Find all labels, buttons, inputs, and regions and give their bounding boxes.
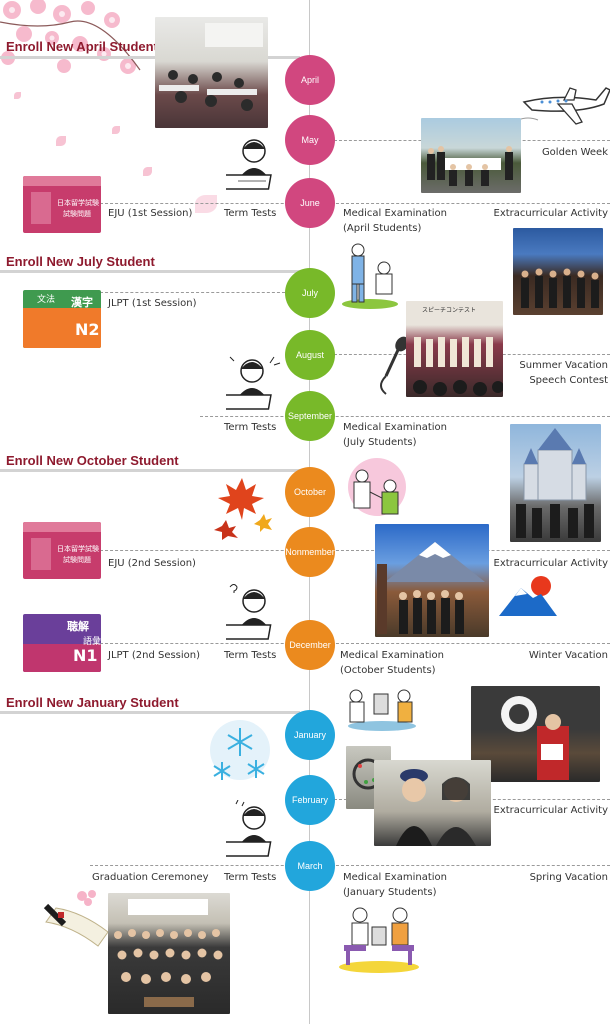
medical-exam-july-sub: (July Students) bbox=[343, 437, 417, 448]
eju-book-icon: 日本留学試験 試験問題 bbox=[23, 522, 101, 579]
enroll-rule bbox=[0, 56, 300, 59]
cherry-blossom-icon bbox=[0, 0, 141, 74]
enroll-october-heading: Enroll New October Student bbox=[6, 453, 179, 468]
month-march: March bbox=[285, 841, 335, 891]
petal bbox=[143, 167, 152, 176]
medical-exam-april-sub: (April Students) bbox=[343, 223, 422, 234]
mount-fuji-icon bbox=[499, 576, 557, 616]
diploma-icon bbox=[43, 890, 109, 947]
extracurricular-label: Extracurricular Activity bbox=[493, 208, 609, 219]
book-title: 聴解 bbox=[67, 620, 89, 633]
airplane-icon bbox=[518, 87, 610, 125]
castle-photo bbox=[510, 424, 601, 542]
book-subtitle: 試験問題 bbox=[63, 556, 91, 564]
term-tests-label: Term Tests bbox=[224, 872, 277, 883]
golden-week-label: Golden Week bbox=[541, 147, 608, 158]
guide-line bbox=[100, 292, 285, 293]
month-april: April bbox=[285, 55, 335, 105]
speech-contest-label: Speech Contest bbox=[529, 375, 608, 386]
month-september: September bbox=[285, 391, 335, 441]
student-studying-icon bbox=[226, 139, 272, 190]
eju-1st-label: EJU (1st Session) bbox=[108, 208, 193, 219]
extracurricular-label: Extracurricular Activity bbox=[493, 805, 609, 816]
book-title: 日本留学試験 bbox=[57, 199, 99, 207]
month-june: June bbox=[285, 178, 335, 228]
petal bbox=[112, 126, 120, 134]
enroll-rule bbox=[0, 469, 300, 472]
eju-book-icon: 日本留学試験 試験問題 bbox=[23, 176, 101, 233]
jlpt-1st-label: JLPT (1st Session) bbox=[108, 298, 197, 309]
guide-line bbox=[100, 550, 610, 551]
medical-checkup-icon bbox=[342, 243, 398, 309]
friends-photo bbox=[374, 760, 491, 846]
jlpt-n1-book-icon: 聴解 語彙 N1 bbox=[23, 614, 101, 672]
speech-contest-photo: スピーチコンテスト bbox=[406, 301, 503, 397]
medical-exam-january-sub: (January Students) bbox=[343, 887, 437, 898]
enroll-rule bbox=[0, 711, 300, 714]
term-tests-label: Term Tests bbox=[224, 422, 277, 433]
fuji-trip-photo bbox=[375, 524, 489, 637]
book-title: 漢字 bbox=[71, 296, 93, 309]
petal bbox=[14, 92, 21, 99]
book-level: N2 bbox=[75, 320, 100, 339]
guide-line bbox=[100, 203, 610, 204]
medical-exam-january-label: Medical Examination bbox=[343, 872, 447, 883]
summer-vacation-label: Summer Vacation bbox=[519, 360, 608, 371]
guide-line bbox=[200, 416, 610, 417]
month-august: August bbox=[285, 330, 335, 380]
book-subtitle: 語彙 bbox=[83, 637, 101, 647]
golden-week-photo bbox=[421, 118, 521, 193]
term-tests-label: Term Tests bbox=[224, 208, 277, 219]
winter-vacation-label: Winter Vacation bbox=[528, 650, 608, 661]
month-february: February bbox=[285, 775, 335, 825]
medical-exam-october-label: Medical Examination bbox=[340, 650, 444, 661]
eju-2nd-label: EJU (2nd Session) bbox=[108, 558, 196, 569]
book-subtitle: 試験問題 bbox=[63, 210, 91, 218]
month-january: January bbox=[285, 710, 335, 760]
book-title: 日本留学試験 bbox=[57, 545, 99, 553]
extracurricular-label: Extracurricular Activity bbox=[493, 558, 609, 569]
month-november: Nonmember bbox=[285, 527, 335, 577]
spring-vacation-label: Spring Vacation bbox=[529, 872, 608, 883]
petal bbox=[56, 136, 66, 146]
cultural-event-photo bbox=[471, 686, 600, 782]
jlpt-n2-book-icon: 漢字 文法 N2 bbox=[23, 290, 101, 348]
enroll-july-heading: Enroll New July Student bbox=[6, 254, 155, 269]
microphone-icon bbox=[380, 336, 409, 395]
student-writing-icon bbox=[226, 800, 272, 857]
eye-exam-icon bbox=[348, 689, 416, 731]
guide-line bbox=[90, 865, 610, 866]
enroll-april-heading: Enroll New April Student bbox=[6, 39, 158, 54]
petal bbox=[195, 195, 217, 213]
medical-exam-july-label: Medical Examination bbox=[343, 422, 447, 433]
month-october: October bbox=[285, 467, 335, 517]
student-confused-icon bbox=[226, 584, 272, 640]
classroom-photo bbox=[155, 17, 268, 128]
guide-line bbox=[100, 643, 610, 644]
book-level: N1 bbox=[73, 646, 98, 665]
activity-photo bbox=[513, 228, 603, 315]
month-july: July bbox=[285, 268, 335, 318]
book-subtitle: 文法 bbox=[37, 295, 56, 305]
maple-leaf-icon bbox=[214, 478, 272, 540]
medical-exam-april-label: Medical Examination bbox=[343, 208, 447, 219]
month-december: December bbox=[285, 620, 335, 670]
graduation-photo bbox=[108, 893, 230, 1014]
graduation-ceremony-label: Graduation Ceremoney bbox=[92, 872, 209, 883]
enroll-rule bbox=[0, 270, 300, 273]
enroll-january-heading: Enroll New January Student bbox=[6, 695, 179, 710]
medical-checkup-icon bbox=[348, 458, 406, 516]
student-thinking-icon bbox=[226, 356, 281, 410]
jlpt-2nd-label: JLPT (2nd Session) bbox=[108, 650, 201, 661]
snowflake-icon bbox=[210, 720, 270, 780]
speech-banner: スピーチコンテスト bbox=[422, 307, 477, 314]
medical-exam-october-sub: (October Students) bbox=[340, 665, 436, 676]
consultation-icon bbox=[339, 907, 419, 973]
term-tests-label: Term Tests bbox=[224, 650, 277, 661]
month-may: May bbox=[285, 115, 335, 165]
